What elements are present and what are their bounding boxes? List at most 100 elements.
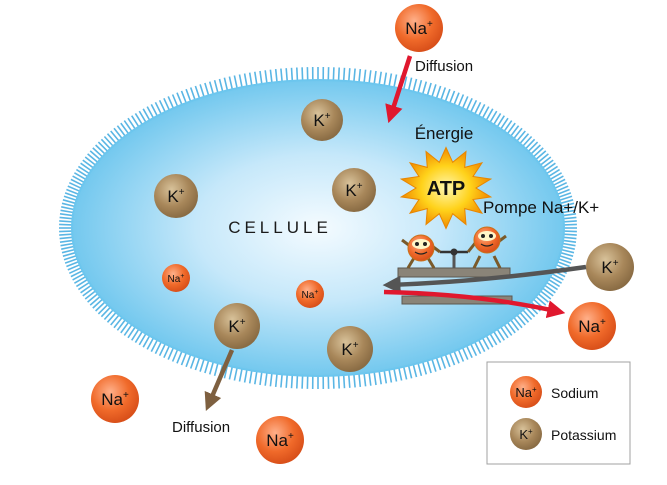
- membrane-tick: [67, 185, 81, 192]
- membrane-tick: [208, 81, 215, 95]
- membrane-tick: [64, 192, 78, 198]
- membrane-tick: [84, 156, 96, 166]
- membrane-tick: [489, 333, 498, 346]
- membrane-tick: [535, 295, 547, 306]
- membrane-tick: [560, 251, 574, 257]
- sodium-potassium-pump: [397, 226, 513, 305]
- membrane-tick: [533, 147, 544, 158]
- membrane-tick: [431, 358, 437, 372]
- svg-text:K+: K+: [345, 181, 362, 200]
- membrane-tick: [223, 365, 229, 379]
- membrane-tick: [453, 92, 460, 106]
- membrane-tick: [87, 293, 99, 303]
- legend-potassium-label: Potassium: [551, 427, 616, 443]
- membrane-tick: [522, 135, 533, 147]
- membrane-tick: [542, 287, 554, 297]
- membrane-tick: [516, 314, 526, 326]
- potassium-pump-in-arrow: [382, 264, 587, 294]
- membrane-tick: [116, 319, 126, 331]
- membrane-tick: [549, 172, 562, 180]
- membrane-tick: [274, 373, 278, 387]
- membrane-tick: [131, 115, 140, 128]
- membrane-tick: [264, 70, 268, 84]
- membrane-tick: [358, 373, 362, 387]
- membrane-tick: [72, 272, 85, 281]
- membrane-tick: [373, 371, 377, 386]
- membrane-tick: [66, 188, 79, 195]
- membrane-tick: [92, 298, 103, 309]
- potassium-ion: K+: [327, 326, 373, 372]
- membrane-tick: [393, 368, 398, 382]
- membrane-tick: [59, 216, 73, 220]
- membrane-tick: [180, 352, 187, 366]
- potassium-ion: K+: [332, 168, 376, 212]
- membrane-tick: [61, 245, 75, 250]
- membrane-tick: [510, 125, 520, 137]
- svg-text:K+: K+: [228, 317, 245, 336]
- membrane-tick: [243, 369, 248, 383]
- membrane-tick: [61, 202, 75, 208]
- membrane-tick: [363, 69, 367, 83]
- membrane-tick: [70, 270, 83, 278]
- membrane-tick: [393, 74, 398, 88]
- membrane-tick: [95, 144, 106, 155]
- membrane-tick: [431, 84, 437, 98]
- membrane-tick: [213, 362, 219, 377]
- membrane-tick: [537, 153, 549, 163]
- membrane-tick: [561, 202, 575, 208]
- membrane-tick: [199, 84, 205, 98]
- membrane-tick: [368, 70, 372, 84]
- membrane-tick: [296, 67, 299, 81]
- membrane-tick: [59, 213, 74, 217]
- membrane-tick: [123, 120, 133, 132]
- membrane-tick: [402, 76, 408, 90]
- membrane-tick: [204, 82, 210, 96]
- potassium-ion: K+: [586, 243, 634, 291]
- membrane-tick: [274, 69, 278, 83]
- membrane-tick: [546, 281, 559, 291]
- membrane-tick: [189, 355, 196, 369]
- membrane-tick: [373, 70, 377, 85]
- membrane-tick: [353, 374, 356, 388]
- membrane-tick: [131, 328, 140, 341]
- membrane-tick: [233, 367, 238, 381]
- legend-sodium-label: Sodium: [551, 385, 598, 401]
- membrane-tick: [138, 110, 147, 123]
- membrane-tick: [63, 254, 77, 261]
- membrane-tick: [558, 192, 572, 198]
- membrane-tick: [75, 278, 88, 288]
- membrane-tick: [421, 81, 428, 95]
- membrane-tick: [248, 370, 253, 384]
- membrane-tick: [63, 195, 77, 202]
- membrane-tick: [559, 254, 573, 261]
- membrane-tick: [87, 153, 99, 163]
- membrane-tick: [62, 251, 76, 257]
- membrane-tick: [66, 261, 79, 268]
- membrane-tick: [61, 248, 75, 254]
- membrane-tick: [150, 339, 159, 352]
- membrane-tick: [440, 355, 447, 369]
- membrane-tick: [150, 104, 159, 117]
- membrane-tick: [548, 278, 561, 288]
- membrane-tick: [378, 71, 382, 85]
- membrane-tick: [477, 339, 486, 352]
- membrane-tick: [332, 67, 335, 81]
- membrane-tick: [332, 375, 335, 389]
- membrane-tick: [378, 371, 382, 385]
- membrane-tick: [138, 333, 147, 346]
- membrane-tick: [527, 141, 539, 152]
- membrane-tick: [89, 295, 101, 306]
- membrane-tick: [296, 375, 299, 389]
- membrane-tick: [522, 309, 533, 321]
- membrane-tick: [185, 354, 192, 368]
- svg-text:K+: K+: [341, 340, 358, 359]
- membrane-tick: [551, 272, 564, 281]
- membrane-tick: [228, 76, 234, 90]
- membrane-tick: [80, 284, 92, 294]
- svg-text:Na+: Na+: [101, 390, 129, 409]
- membrane-tick: [176, 92, 183, 106]
- membrane-tick: [503, 324, 513, 336]
- membrane-tick: [519, 133, 530, 145]
- membrane-tick: [134, 331, 143, 344]
